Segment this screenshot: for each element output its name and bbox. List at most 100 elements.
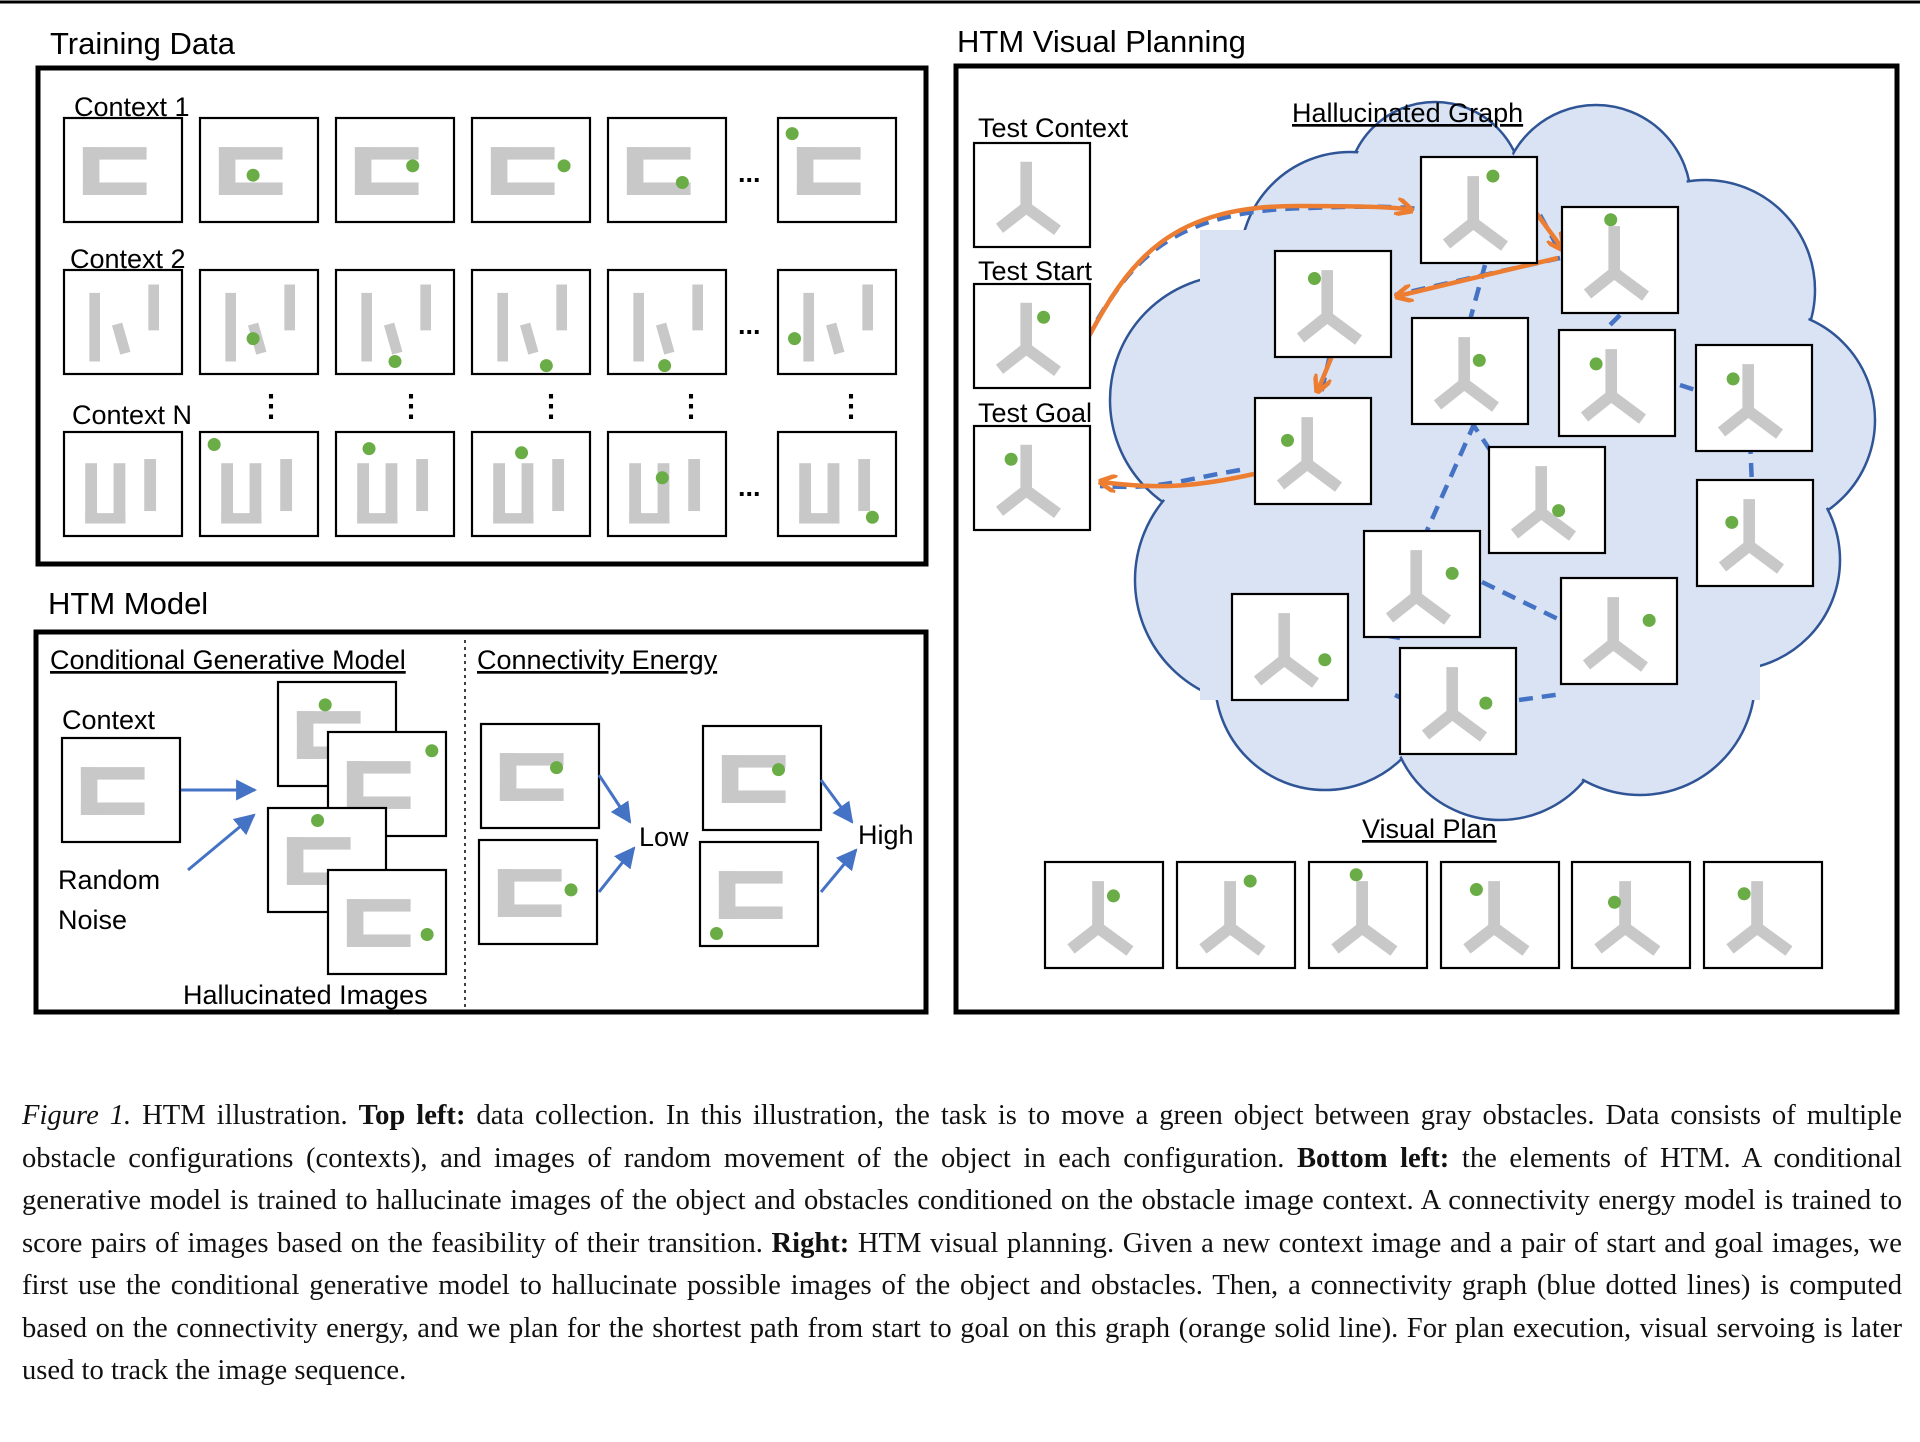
context-image-tile xyxy=(60,736,182,844)
test-context-tile xyxy=(972,141,1092,249)
htm-planning-title: HTM Visual Planning xyxy=(957,24,1246,59)
graph-node-tile xyxy=(1560,205,1680,315)
training-image-tile xyxy=(776,268,898,376)
training-image-tile xyxy=(776,116,898,224)
test-start-label: Test Start xyxy=(978,256,1093,286)
low-arrow-bottom xyxy=(597,846,636,893)
graph-node-tile xyxy=(1273,249,1393,359)
graph-node-tile xyxy=(1230,592,1350,702)
test-goal-tile xyxy=(972,424,1092,532)
htm-model-panel: HTM Model Conditional Generative Model C… xyxy=(33,586,929,1015)
row-ellipsis: ... xyxy=(738,472,761,502)
cgm-title: Conditional Generative Model xyxy=(50,645,406,675)
training-image-tile xyxy=(606,116,728,224)
visual-plan-label: Visual Plan xyxy=(1362,814,1497,844)
plan-path xyxy=(1086,206,1562,486)
caption-fig-label: Figure 1. xyxy=(22,1100,132,1131)
graph-edge xyxy=(1481,579,1561,623)
visual-plan-tile xyxy=(1175,860,1297,970)
test-goal-label: Test Goal xyxy=(978,398,1092,428)
training-image-tile xyxy=(334,430,456,538)
path-segment xyxy=(1398,255,1559,296)
row-ellipsis: ... xyxy=(738,310,761,340)
graph-node-tile xyxy=(1419,155,1539,265)
caption-intro: HTM illustration. xyxy=(131,1100,359,1131)
graph-node-tile xyxy=(1398,646,1518,756)
column-ellipsis: ⋮ xyxy=(536,390,566,423)
column-ellipsis: ⋮ xyxy=(676,390,706,423)
training-image-tile xyxy=(470,268,592,376)
training-image-tile xyxy=(334,268,456,376)
figure-caption: Figure 1. HTM illustration. Top left: da… xyxy=(22,1095,1902,1393)
graph-edge xyxy=(1518,691,1563,703)
noise-label-2: Noise xyxy=(58,905,127,935)
high-arrow-top xyxy=(819,779,854,824)
graph-edge xyxy=(1679,382,1696,393)
caption-bottom-left-label: Bottom left: xyxy=(1296,1142,1450,1174)
low-label: Low xyxy=(639,822,689,852)
caption-bottom-left-text: the elements of HTM. A conditional gener… xyxy=(22,1142,1902,1259)
training-image-tile xyxy=(62,116,184,224)
training-image-tile xyxy=(470,430,592,538)
caption-right-text: HTM visual planning. Given a new context… xyxy=(22,1227,1902,1387)
visual-plan-tile xyxy=(1439,860,1561,970)
htm-planning-panel: HTM Visual Planning xyxy=(953,24,1900,1015)
caption-right-label: Right: xyxy=(771,1227,850,1259)
graph-edge xyxy=(1422,421,1478,536)
training-image-tile xyxy=(198,268,320,376)
graph-title: Hallucinated Graph xyxy=(1292,98,1523,128)
htm-model-title: HTM Model xyxy=(48,586,208,621)
high-arrow-bottom xyxy=(819,848,858,893)
caption-top-left-text: data collection. In this illustration, t… xyxy=(22,1100,1902,1174)
low-arrow-top xyxy=(597,774,632,824)
path-segment xyxy=(1532,208,1562,248)
visual-plan-tile xyxy=(1043,860,1165,970)
training-image-tile xyxy=(606,268,728,376)
test-context-label: Test Context xyxy=(978,113,1129,143)
training-image-tile xyxy=(470,116,592,224)
training-image-tile xyxy=(606,430,728,538)
training-tiles xyxy=(62,116,898,538)
figure-graphic: Training Data Context 1 Context 2 Contex… xyxy=(0,0,1920,1015)
training-data-panel: Training Data Context 1 Context 2 Contex… xyxy=(35,26,929,567)
energy-image-tile xyxy=(477,838,599,946)
planning-tiles xyxy=(972,141,1824,970)
graph-node-tile xyxy=(1362,529,1482,639)
graph-edge xyxy=(1603,313,1622,332)
column-ellipsis: ⋮ xyxy=(836,390,866,423)
training-image-tile xyxy=(198,116,320,224)
caption-top-left-label: Top left: xyxy=(358,1100,466,1131)
noise-arrow xyxy=(187,813,256,872)
path-segment xyxy=(1086,206,1410,340)
hallucinated-image-tile xyxy=(326,868,448,976)
training-image-tile xyxy=(62,268,184,376)
graph-edge xyxy=(1099,467,1241,490)
column-ellipsis: ⋮ xyxy=(396,390,426,423)
energy-image-tile xyxy=(698,840,820,948)
htm-planning-frame xyxy=(953,63,1900,1015)
context-n-label: Context N xyxy=(72,400,192,430)
noise-label-1: Random xyxy=(58,865,160,895)
graph-node-tile xyxy=(1557,328,1677,438)
training-image-tile xyxy=(776,430,898,538)
context-label: Context xyxy=(62,705,156,735)
training-image-tile xyxy=(62,430,184,538)
ce-title: Connectivity Energy xyxy=(477,645,718,675)
training-image-tile xyxy=(334,116,456,224)
energy-image-tile xyxy=(479,722,601,830)
training-data-frame xyxy=(35,65,929,567)
hallucinated-images-label: Hallucinated Images xyxy=(183,980,428,1010)
training-data-title: Training Data xyxy=(50,26,236,61)
column-ellipsis: ⋮ xyxy=(256,390,286,423)
training-image-tile xyxy=(198,430,320,538)
graph-node-tile xyxy=(1487,445,1607,555)
graph-node-tile xyxy=(1559,576,1679,686)
graph-node-tile xyxy=(1410,316,1530,426)
graph-node-tile xyxy=(1695,478,1815,588)
path-segment xyxy=(1318,355,1335,390)
training-ellipses: ......... ⋮ ⋮ ⋮ ⋮ ⋮ xyxy=(256,158,866,502)
energy-image-tile xyxy=(701,724,823,832)
graph-node-tile xyxy=(1253,396,1373,506)
row-ellipsis: ... xyxy=(738,158,761,188)
